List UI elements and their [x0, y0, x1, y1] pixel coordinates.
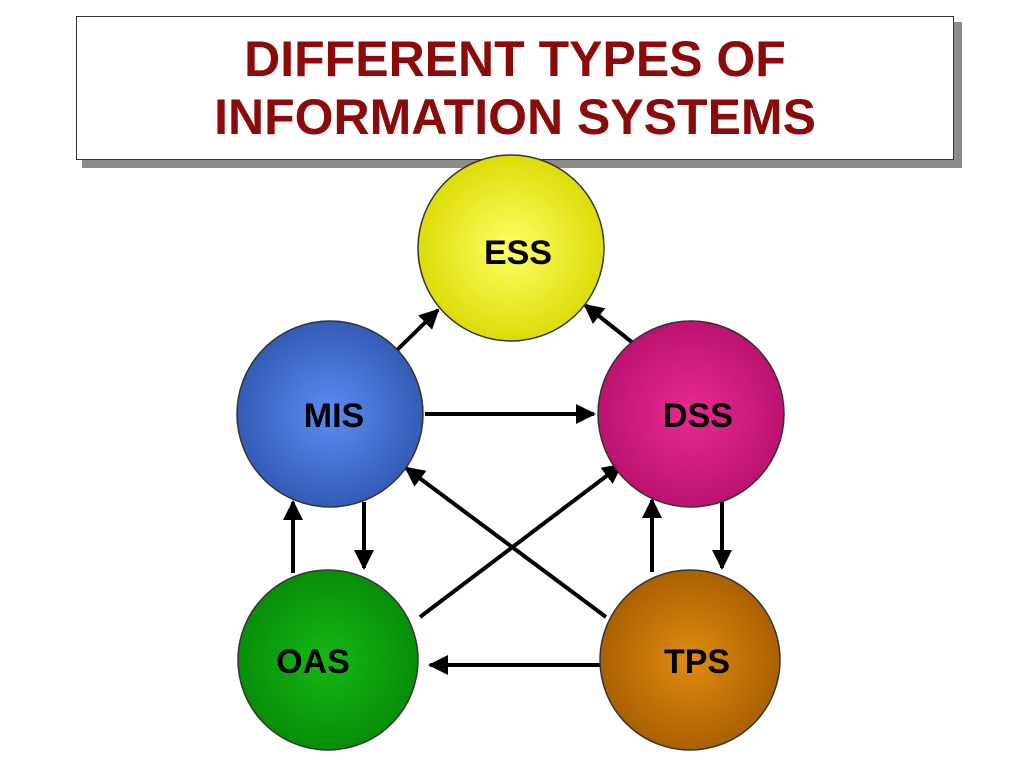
edges-layer — [283, 303, 732, 675]
node-ess: ESS — [417, 154, 605, 342]
node-dss: DSS — [597, 320, 785, 508]
dss-label: DSS — [663, 397, 733, 435]
ess-circle — [417, 154, 605, 342]
title-box: DIFFERENT TYPES OF INFORMATION SYSTEMS — [76, 16, 954, 160]
arrow-oas-to-dss — [418, 463, 623, 619]
arrow-mis-to-ess — [395, 308, 440, 352]
arrow-tps-to-mis — [404, 466, 608, 619]
dss-circle — [597, 320, 785, 508]
node-mis: MIS — [236, 320, 424, 508]
ess-label: ESS — [484, 234, 552, 272]
mis-circle — [236, 320, 424, 508]
oas-label: OAS — [276, 643, 350, 681]
page-title: DIFFERENT TYPES OF INFORMATION SYSTEMS — [214, 31, 816, 145]
tps-circle — [599, 569, 781, 751]
mis-label: MIS — [304, 397, 364, 435]
node-tps: TPS — [599, 569, 781, 751]
node-oas: OAS — [237, 569, 419, 751]
tps-label: TPS — [664, 643, 730, 681]
oas-circle — [237, 569, 419, 751]
arrow-dss-to-ess — [583, 303, 635, 345]
